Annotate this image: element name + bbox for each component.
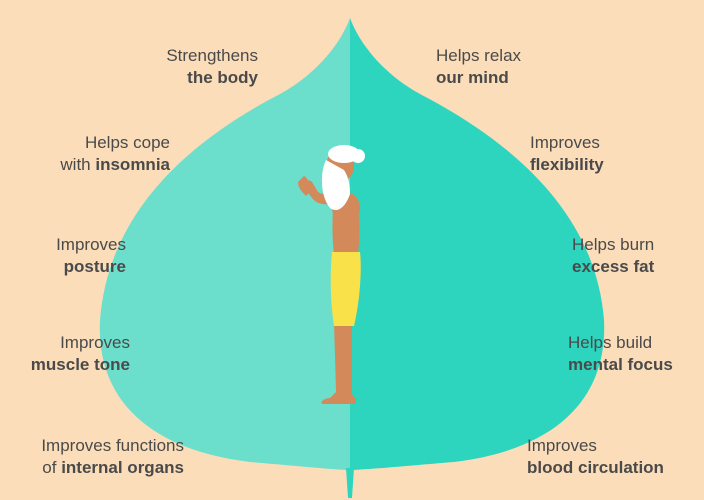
benefit-blood-circulation: Improves blood circulation: [527, 435, 664, 479]
benefit-flexibility: Improves flexibility: [530, 132, 604, 176]
benefit-line2: mental focus: [568, 355, 673, 374]
benefit-line2: excess fat: [572, 257, 655, 276]
yogi-legs: [321, 322, 356, 404]
benefit-muscle-tone: Improves muscle tone: [31, 332, 130, 376]
benefit-mental-focus: Helps build mental focus: [568, 332, 673, 376]
yogi-beard: [321, 160, 350, 211]
benefit-burn-fat: Helps burn excess fat: [572, 234, 654, 278]
benefit-line1: Helps cope: [84, 133, 170, 152]
leaf-right-half: [350, 18, 605, 470]
benefit-internal-organs: Improves functions of internal organs: [41, 435, 184, 479]
benefit-cope-insomnia: Helps cope with insomnia: [60, 132, 170, 176]
benefit-line2: our mind: [436, 68, 509, 87]
benefit-line2: muscle tone: [30, 355, 130, 374]
yogi-dhoti: [330, 252, 361, 326]
leaf-left-half: [99, 18, 351, 470]
benefit-line2: flexibility: [530, 155, 604, 174]
benefit-line2: of internal organs: [42, 458, 184, 477]
yogi-hands: [298, 176, 312, 196]
benefit-relax-mind: Helps relax our mind: [436, 45, 521, 89]
benefit-line2: the body: [187, 68, 258, 87]
benefit-line2: posture: [63, 257, 126, 276]
benefit-line1: Improves: [527, 436, 597, 455]
yogi-figure: [298, 145, 365, 404]
benefit-strengthens-body: Strengthens the body: [166, 45, 258, 89]
benefit-line1: Improves: [56, 235, 126, 254]
leaf-stem: [346, 468, 354, 498]
yogi-hair-bun: [351, 149, 365, 163]
benefit-line1: Helps build: [568, 333, 653, 352]
benefit-line2: blood circulation: [527, 458, 664, 477]
benefit-line1: Improves functions: [41, 436, 184, 455]
benefit-line2: with insomnia: [60, 155, 170, 174]
benefit-line1: Improves: [60, 333, 130, 352]
benefit-improves-posture: Improves posture: [56, 234, 126, 278]
benefit-line1: Improves: [530, 133, 600, 152]
benefit-line1: Strengthens: [166, 46, 258, 65]
benefit-line1: Helps burn: [572, 235, 655, 254]
benefit-line1: Helps relax: [436, 46, 522, 65]
